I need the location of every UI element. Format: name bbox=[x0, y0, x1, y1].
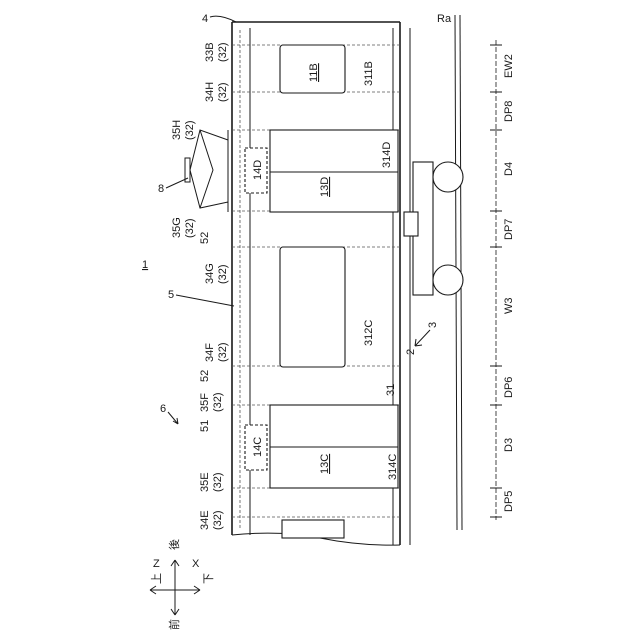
partition-labels: 33B (32) 34H (32) 35H (32) 35G (32) 34G … bbox=[171, 42, 229, 530]
label-3: 3 bbox=[427, 322, 439, 328]
leader-5 bbox=[176, 295, 234, 306]
block-bottom bbox=[282, 520, 344, 538]
label-5: 5 bbox=[168, 289, 174, 301]
axis-front: 前 bbox=[167, 619, 181, 630]
arrow-6 bbox=[168, 412, 178, 424]
svg-text:35E: 35E bbox=[199, 472, 211, 492]
wheel-bottom bbox=[433, 265, 463, 295]
svg-text:(32): (32) bbox=[184, 120, 196, 140]
svg-text:35F: 35F bbox=[199, 393, 211, 412]
dim-dp5: DP5 bbox=[503, 491, 515, 512]
svg-text:35G: 35G bbox=[171, 217, 183, 238]
label-312c: 312C bbox=[363, 320, 375, 346]
dim-dp7: DP7 bbox=[503, 219, 515, 240]
svg-text:34G: 34G bbox=[204, 263, 216, 284]
label-31: 31 bbox=[385, 384, 397, 396]
label-52a: 52 bbox=[199, 232, 211, 244]
dim-d4: D4 bbox=[503, 162, 515, 176]
label-311b: 311B bbox=[363, 61, 375, 86]
label-8: 8 bbox=[158, 183, 164, 195]
axis-z: Z bbox=[153, 558, 160, 570]
axis-down: 下 bbox=[203, 573, 215, 584]
bogie-pin bbox=[404, 212, 418, 236]
svg-text:34H: 34H bbox=[204, 82, 216, 102]
axis-rear: 後 bbox=[167, 539, 181, 550]
svg-text:(32): (32) bbox=[212, 472, 224, 492]
svg-text:(32): (32) bbox=[217, 42, 229, 62]
leader-4 bbox=[210, 16, 236, 22]
label-314d: 314D bbox=[381, 142, 393, 168]
rail-label: Ra bbox=[437, 13, 452, 25]
block-14c-label: 14C bbox=[252, 437, 264, 457]
pantograph bbox=[190, 130, 228, 212]
svg-text:34F: 34F bbox=[204, 343, 216, 362]
label-4: 4 bbox=[202, 13, 208, 25]
svg-text:(32): (32) bbox=[184, 218, 196, 238]
label-6: 6 bbox=[160, 403, 166, 415]
arrow-3 bbox=[415, 330, 430, 346]
dim-d3: D3 bbox=[503, 438, 515, 452]
svg-text:(32): (32) bbox=[217, 264, 229, 284]
block-13d-label: 13D bbox=[319, 177, 331, 197]
block-11b-label: 11B bbox=[308, 63, 320, 82]
label-51: 51 bbox=[199, 420, 211, 432]
dimension-lines bbox=[490, 40, 502, 520]
label-314c: 314C bbox=[387, 454, 399, 480]
block-13d bbox=[270, 130, 398, 212]
axis-x: X bbox=[192, 558, 200, 570]
label-fig: 1 bbox=[142, 259, 148, 271]
block-14d-label: 14D bbox=[252, 160, 264, 180]
block-13c-label: 13C bbox=[319, 454, 331, 474]
label-2: 2 bbox=[405, 349, 417, 355]
svg-text:(32): (32) bbox=[212, 510, 224, 530]
axis-up: 上 bbox=[150, 573, 163, 584]
svg-text:35H: 35H bbox=[171, 120, 183, 140]
svg-text:(32): (32) bbox=[212, 392, 224, 412]
svg-text:(32): (32) bbox=[217, 342, 229, 362]
svg-text:(32): (32) bbox=[217, 82, 229, 102]
block-12c bbox=[280, 247, 345, 367]
leader-8 bbox=[166, 178, 188, 188]
dim-w3: W3 bbox=[503, 298, 515, 315]
wheel-top bbox=[433, 162, 463, 192]
svg-text:33B: 33B bbox=[204, 42, 216, 62]
dim-dp6: DP6 bbox=[503, 377, 515, 398]
label-52b: 52 bbox=[199, 370, 211, 382]
dim-ew2: EW2 bbox=[503, 54, 515, 78]
dim-dp8: DP8 bbox=[503, 101, 515, 122]
svg-text:34E: 34E bbox=[199, 510, 211, 530]
